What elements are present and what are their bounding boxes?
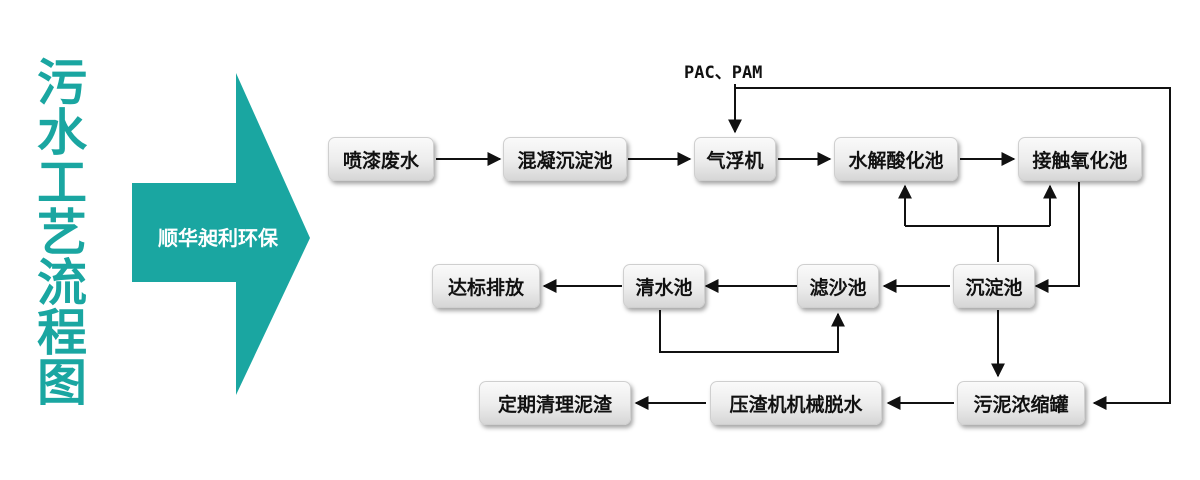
title-char: 水 bbox=[37, 104, 87, 162]
return-line bbox=[735, 87, 1171, 410]
node-discharge: 达标排放 bbox=[432, 264, 540, 308]
flow-arrow bbox=[1034, 182, 1080, 293]
node-sludge-disposal: 定期清理泥渣 bbox=[479, 381, 631, 425]
title-char: 艺 bbox=[37, 204, 87, 262]
title-char: 污 bbox=[37, 54, 87, 112]
backwash-line bbox=[659, 310, 845, 353]
node-spray-wastewater: 喷漆废水 bbox=[328, 137, 434, 181]
node-contact-oxidation: 接触氧化池 bbox=[1018, 137, 1142, 181]
node-filter-press: 压渣机机械脱水 bbox=[710, 381, 882, 425]
node-air-flotation: 气浮机 bbox=[694, 137, 776, 181]
node-clear-water-tank: 清水池 bbox=[623, 264, 705, 308]
chemicals-label: PAC、PAM bbox=[684, 63, 763, 83]
banner-arrow-shape bbox=[132, 73, 310, 395]
node-sand-filter: 滤沙池 bbox=[797, 264, 879, 308]
node-sedimentation-tank: 沉淀池 bbox=[953, 264, 1035, 308]
node-coagulation-tank: 混凝沉淀池 bbox=[503, 137, 627, 181]
title-char: 程 bbox=[37, 304, 87, 362]
node-hydrolysis-tank: 水解酸化池 bbox=[834, 137, 958, 181]
page-title: 污 水 工 艺 流 程 图 bbox=[32, 58, 92, 408]
title-char: 工 bbox=[37, 154, 87, 212]
title-char: 图 bbox=[37, 354, 87, 412]
title-char: 流 bbox=[37, 254, 87, 312]
company-name: 顺华昶利环保 bbox=[158, 226, 278, 250]
node-sludge-thickener: 污泥浓缩罐 bbox=[957, 381, 1085, 425]
